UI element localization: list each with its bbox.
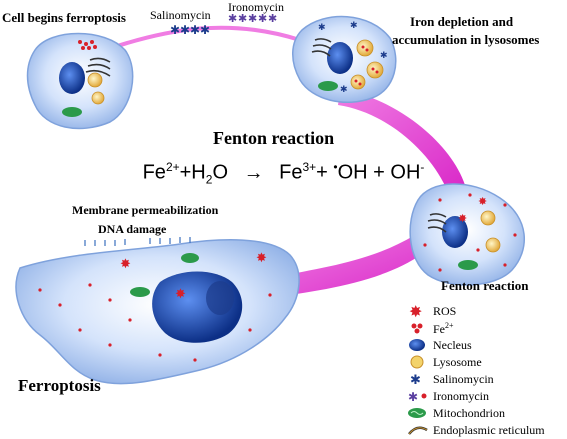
fenton-equation: Fe2++H2O → Fe3++ •OH + OH- bbox=[142, 160, 425, 187]
mitochondrion-icon bbox=[408, 408, 426, 418]
er-icon bbox=[408, 426, 428, 435]
svg-text:✱: ✱ bbox=[268, 12, 277, 25]
cell-begins-ferroptosis bbox=[26, 32, 134, 130]
svg-text:✸: ✸ bbox=[409, 303, 422, 319]
svg-text:✱: ✱ bbox=[318, 23, 326, 33]
salinomycin-molecules: ✱✱✱✱ bbox=[170, 23, 210, 37]
equation-arrow: → bbox=[243, 161, 264, 184]
ros-icon: ✸ bbox=[409, 303, 422, 319]
svg-text:✱: ✱ bbox=[350, 21, 358, 31]
svg-text:✱: ✱ bbox=[200, 23, 210, 37]
cell-begins-ferroptosis-label: Cell begins ferroptosis bbox=[2, 10, 126, 25]
lower-transition-arrow bbox=[268, 235, 428, 298]
cell-iron-depletion: ✱ ✱ ✱ ✱ bbox=[292, 15, 397, 104]
salinomycin-top-label: Salinomycin bbox=[150, 8, 211, 22]
svg-text:✱: ✱ bbox=[228, 12, 237, 25]
ironomycin-molecules: ✱✱✱✱✱ bbox=[228, 12, 277, 25]
fenton-reaction-title: Fenton reaction bbox=[213, 128, 335, 148]
svg-text:✸: ✸ bbox=[256, 251, 267, 266]
ferroptosis-label: Ferroptosis bbox=[18, 376, 101, 395]
svg-text:✸: ✸ bbox=[458, 212, 467, 225]
salinomycin-icon: ✱ bbox=[410, 373, 421, 387]
ironomycin-top-label: Ironomycin bbox=[228, 0, 284, 14]
svg-text:✸: ✸ bbox=[120, 257, 131, 272]
svg-text:✱: ✱ bbox=[258, 12, 267, 25]
svg-text:✱: ✱ bbox=[180, 23, 190, 37]
dna-damage-label: DNA damage bbox=[98, 222, 167, 236]
svg-text:✱: ✱ bbox=[410, 373, 421, 387]
svg-text:✱: ✱ bbox=[340, 85, 348, 95]
ironomycin-icon: ✱ bbox=[408, 390, 427, 404]
svg-text:✱: ✱ bbox=[190, 23, 200, 37]
nucleus-icon bbox=[409, 339, 425, 351]
membrane-permeabilization-label: Membrane permeabilization bbox=[72, 203, 219, 217]
svg-text:✸: ✸ bbox=[175, 287, 186, 302]
ferroptosis-cell: ✸ ✸ ✸ bbox=[15, 237, 300, 385]
svg-text:✱: ✱ bbox=[408, 390, 418, 404]
fenton-reaction-right-label: Fenton reaction bbox=[441, 278, 529, 293]
iron-depletion-label-1: Iron depletion and bbox=[410, 14, 514, 29]
top-transition-arrow bbox=[104, 25, 301, 52]
cell-fenton-reaction: ✸✸ bbox=[409, 183, 525, 286]
lysosome-icon bbox=[410, 355, 424, 369]
svg-text:✱: ✱ bbox=[380, 51, 388, 61]
iron-depletion-label-2: accumulation in lysosomes bbox=[392, 32, 540, 47]
svg-text:✸: ✸ bbox=[478, 195, 487, 208]
svg-text:✱: ✱ bbox=[248, 12, 257, 25]
svg-text:✱: ✱ bbox=[238, 12, 247, 25]
svg-text:✱: ✱ bbox=[170, 23, 180, 37]
fe2-icon bbox=[411, 323, 423, 334]
